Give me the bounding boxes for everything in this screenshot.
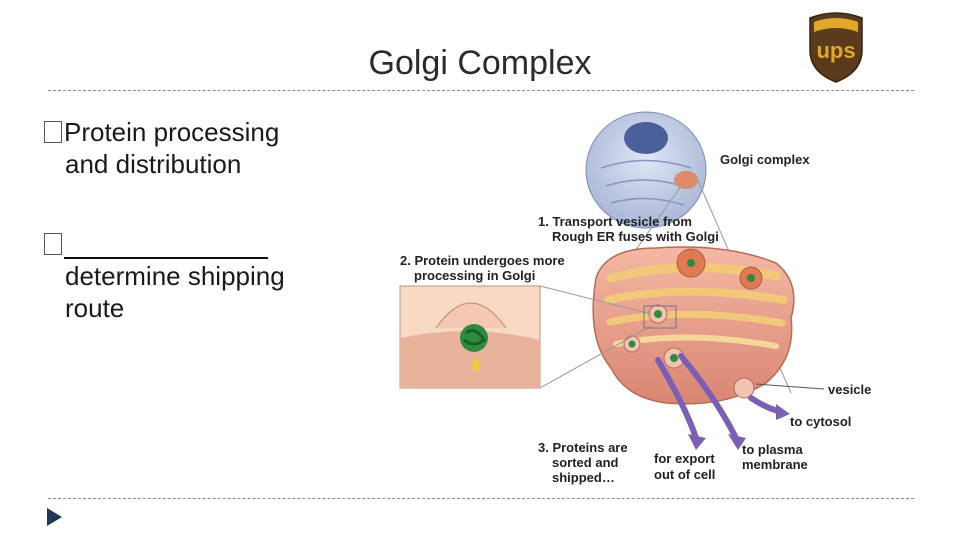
bullet-line: and distribution (44, 148, 279, 180)
label-step3-line3: shipped… (552, 470, 615, 485)
label-export-line2: out of cell (654, 467, 715, 482)
bullet-line: determine shipping (44, 260, 285, 292)
label-export-line1: for export (654, 451, 715, 466)
label-step1-line2: Rough ER fuses with Golgi (552, 229, 719, 244)
label-to-cytosol: to cytosol (790, 414, 851, 429)
bullet-marker (44, 233, 62, 255)
golgi-diagram: Golgi complex 1. Transport vesicle from … (396, 108, 876, 493)
bullet-shipping-route: determine shipping route (44, 228, 285, 324)
bullet-marker (44, 121, 62, 143)
top-divider (48, 90, 914, 91)
label-golgi-complex: Golgi complex (720, 152, 810, 167)
bullet-protein-processing: Protein processing and distribution (44, 116, 279, 180)
play-icon (47, 508, 62, 526)
fill-in-blank (64, 237, 268, 259)
label-vesicle: vesicle (828, 382, 871, 397)
label-plasma-line2: membrane (742, 457, 808, 472)
label-plasma-line1: to plasma (742, 442, 803, 457)
ups-logo: ups (806, 10, 866, 89)
bullet-line: Protein processing (64, 117, 279, 147)
label-step2-line2: processing in Golgi (414, 268, 535, 283)
label-step3-line1: 3. Proteins are (538, 440, 628, 455)
bottom-divider (48, 498, 914, 499)
svg-text:ups: ups (816, 38, 855, 63)
bullet-line: route (44, 292, 285, 324)
label-step3-line2: sorted and (552, 455, 618, 470)
label-step2-line1: 2. Protein undergoes more (400, 253, 565, 268)
label-step1-line1: 1. Transport vesicle from (538, 214, 692, 229)
